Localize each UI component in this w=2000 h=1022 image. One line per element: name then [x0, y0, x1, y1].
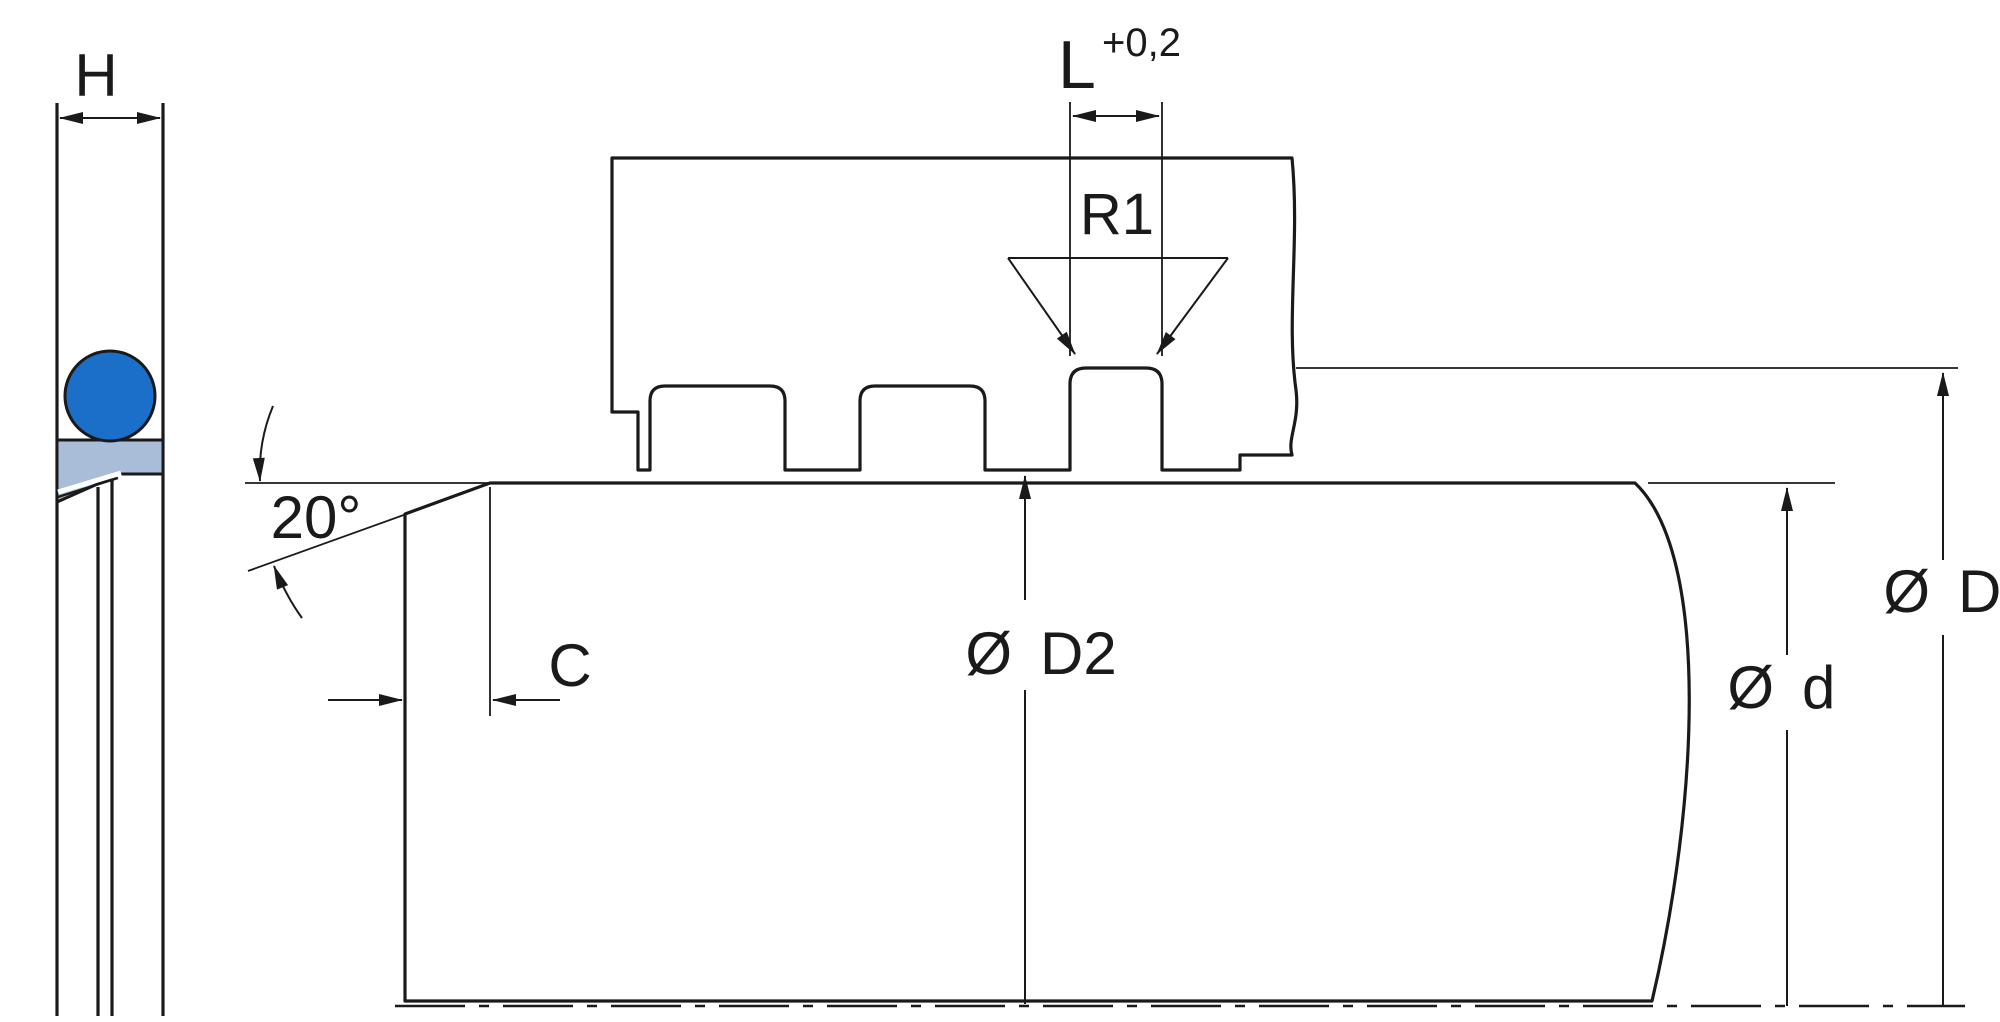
seal-lip-edge [57, 476, 119, 499]
dimension-clearance-diameter: Ø D2 [965, 475, 1117, 1004]
r1-leader-right [1156, 257, 1229, 355]
rod-section [403, 481, 1691, 1003]
label-groove-diameter: D [1958, 558, 2000, 625]
dimension-groove-diameter: Ø D [1296, 367, 2000, 1006]
label-groove-length: L [1058, 27, 1096, 103]
housing-section [610, 156, 1299, 472]
r1-leader-left [1007, 257, 1076, 355]
label-d2-diameter-symbol: Ø [965, 620, 1012, 687]
seal-lip-slit [57, 470, 122, 495]
dimension-chamfer-length: C [328, 487, 592, 716]
label-rod-diameter: d [1802, 654, 1835, 721]
label-d-diameter-symbol: Ø [1883, 558, 1930, 625]
label-rod-diameter-symbol: Ø [1727, 654, 1774, 721]
dimension-rod-diameter: Ø d [1648, 482, 1835, 1006]
label-seal-height: H [74, 42, 117, 109]
dimension-corner-radius: R1 [1007, 182, 1229, 355]
dimension-groove-length: L +0,2 [1058, 21, 1181, 356]
angle-reference-line-chamfer [247, 511, 413, 572]
label-chamfer-length: C [548, 632, 591, 699]
label-groove-length-tolerance: +0,2 [1102, 21, 1181, 65]
dimension-chamfer-angle: 20° [245, 405, 488, 619]
angle-arc-lower [273, 565, 303, 619]
label-corner-radius: R1 [1080, 182, 1154, 247]
angle-arc-upper [252, 405, 274, 482]
label-chamfer-angle: 20° [271, 484, 362, 551]
o-ring-section [63, 349, 157, 443]
seal-detail-view: H [55, 42, 165, 1016]
label-clearance-diameter: D2 [1040, 620, 1117, 687]
dimension-seal-height: H [59, 42, 161, 124]
